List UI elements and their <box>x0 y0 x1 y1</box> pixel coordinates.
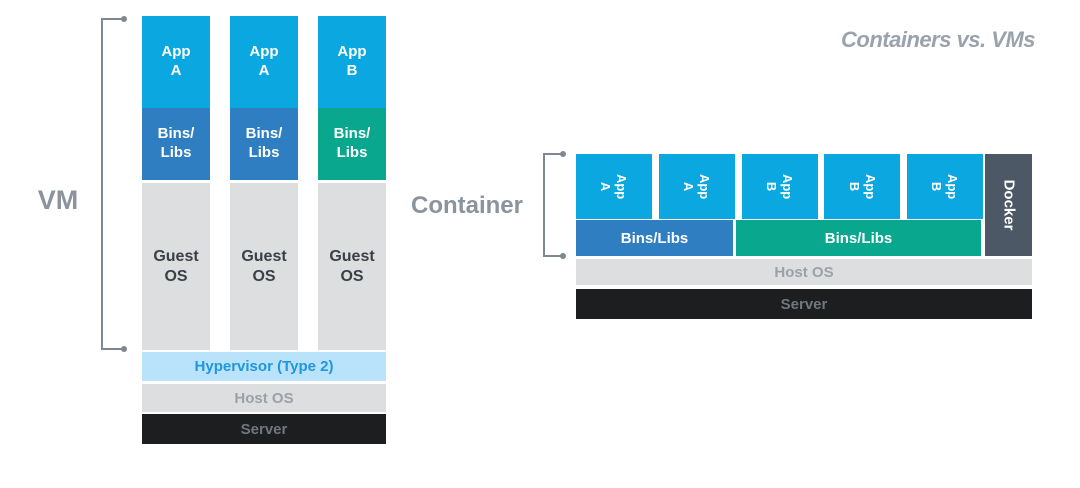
vm3-app-label: App <box>337 43 367 61</box>
vm3-guest-label-2: OS <box>340 267 364 285</box>
vm1-guest-label-2: OS <box>164 267 188 285</box>
vm1-bins-label-2: Libs <box>160 144 192 161</box>
container-bracket-bottom-dot <box>560 253 566 259</box>
vm1-bins-box: Bins/Libs <box>142 108 210 180</box>
hypervisor-band: Hypervisor (Type 2) <box>142 352 386 381</box>
vm3-app-label-2: B <box>346 62 358 79</box>
container-app-5-label-2: B <box>930 181 945 192</box>
vm2-bins-label: Bins/ <box>245 125 283 143</box>
diagram-title: Containers vs. VMs <box>841 27 1035 52</box>
container-bins-bands: Bins/Libs Bins/Libs <box>576 220 981 256</box>
vm2-guest-label-2: OS <box>252 267 276 285</box>
bins-libs-blue-label: Bins/Libs <box>620 229 689 247</box>
container-server-band: Server <box>576 289 1032 319</box>
docker-box: Docker <box>985 154 1032 256</box>
container-app-1-label: App <box>614 173 630 200</box>
vm1-app-label: App <box>161 43 191 61</box>
container-bracket-line <box>543 154 545 257</box>
container-app-4-label: App <box>862 173 878 200</box>
vm-bracket-top-arm <box>101 18 124 20</box>
hypervisor-label: Hypervisor (Type 2) <box>194 358 334 375</box>
vm3-bins-label: Bins/ <box>333 125 371 143</box>
container-bracket-bottom-arm <box>543 255 564 257</box>
container-app-1-label-2: A <box>599 181 614 192</box>
vm3-guest-label: Guest <box>329 247 375 265</box>
container-bracket-top-dot <box>560 151 566 157</box>
docker-label: Docker <box>1000 179 1018 231</box>
container-app-2-label: App <box>697 173 713 200</box>
bins-libs-band-blue: Bins/Libs <box>576 220 733 256</box>
vm2-app-label-2: A <box>258 62 270 79</box>
vm-server-label: Server <box>240 420 288 438</box>
vm-bracket-line <box>101 19 103 350</box>
container-app-5-label: App <box>945 173 961 200</box>
vm3-bins-label-2: Libs <box>336 144 368 161</box>
container-app-3-label: App <box>780 173 796 200</box>
container-bracket-top-arm <box>543 153 564 155</box>
container-app-4-label-2: B <box>847 181 863 192</box>
container-app-3-label-2: B <box>764 181 780 192</box>
vm1-app-label-2: A <box>170 62 182 79</box>
vm-bracket-top-dot <box>121 16 127 22</box>
container-group-label: Container <box>410 192 523 219</box>
vm1-bins-label: Bins/ <box>157 125 195 143</box>
bins-libs-band-teal: Bins/Libs <box>736 220 981 256</box>
vm2-bins-label-2: Libs <box>248 144 280 161</box>
bins-libs-teal-label: Bins/Libs <box>824 229 893 247</box>
vm-bracket-bottom-arm <box>101 348 124 350</box>
container-server-label: Server <box>780 295 828 313</box>
vm3-bins-box: Bins/Libs <box>318 108 386 180</box>
vm1-guest-label: Guest <box>153 247 199 265</box>
vm2-app-label: App <box>249 43 279 61</box>
vm-host-os-label: Host OS <box>234 389 294 407</box>
vm-server-band: Server <box>142 414 386 444</box>
container-app-2-label-2: A <box>681 181 697 192</box>
vm-host-os-band: Host OS <box>142 384 386 412</box>
vm2-bins-box: Bins/Libs <box>230 108 298 180</box>
vm2-guest-label: Guest <box>241 247 287 265</box>
vm-group-label: VM <box>37 185 79 215</box>
container-host-os-label: Host OS <box>774 263 834 281</box>
container-host-os-band: Host OS <box>576 259 1032 285</box>
vm-bracket-bottom-dot <box>121 346 127 352</box>
